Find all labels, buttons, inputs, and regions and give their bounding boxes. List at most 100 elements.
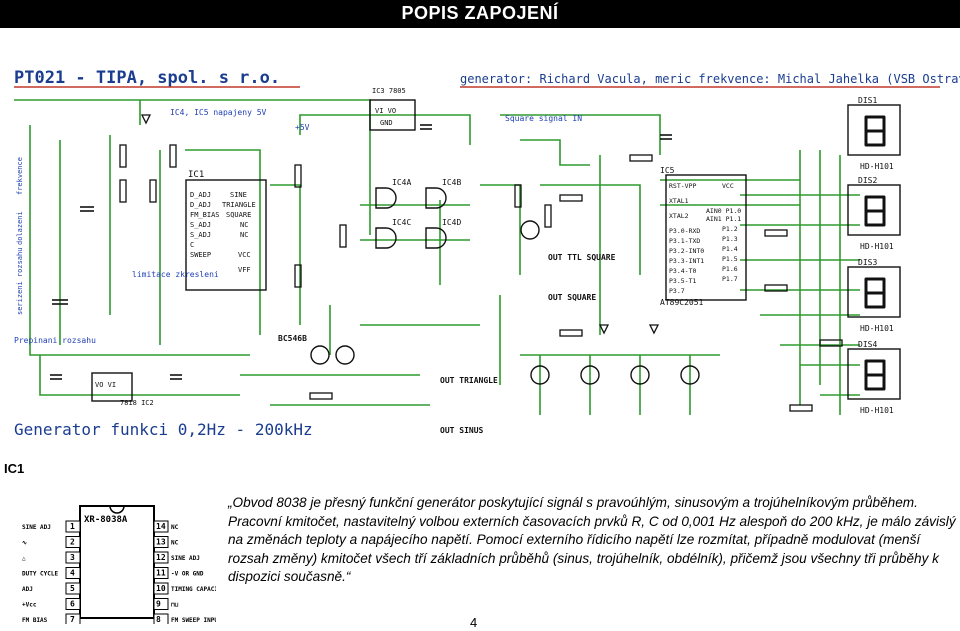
svg-text:VCC: VCC (722, 182, 734, 190)
display-1-ref: DIS1 (858, 96, 877, 105)
svg-text:S_ADJ: S_ADJ (190, 231, 211, 239)
svg-text:XTAL2: XTAL2 (669, 212, 689, 220)
pin-box-right (153, 582, 169, 595)
ic1-ref: IC1 (188, 170, 204, 180)
svg-text:P3.4-T0: P3.4-T0 (669, 267, 696, 275)
pin-number-left: 2 (70, 538, 75, 547)
svg-text:FM_BIAS: FM_BIAS (190, 211, 220, 219)
vlabel-serizeni: serizeni rozsahu (16, 248, 24, 315)
limit-note: limitace zkresleni (132, 270, 219, 279)
svg-text:D_ADJ: D_ADJ (190, 191, 211, 199)
square-in-label: Square signal IN (505, 114, 582, 123)
pin-label-left: △ (22, 555, 26, 562)
svg-text:P3.7: P3.7 (669, 287, 685, 295)
out-square-label: OUT SQUARE (548, 293, 596, 302)
pin-number-left: 5 (70, 584, 75, 593)
display-3-ref: DIS3 (858, 258, 877, 267)
regulator-ic3: IC3 7805 (372, 87, 406, 95)
pin-number-right: 8 (156, 615, 161, 624)
pin-number-left: 3 (70, 553, 75, 562)
svg-text:AIN0 P1.0: AIN0 P1.0 (706, 207, 741, 215)
svg-text:C: C (190, 241, 194, 249)
svg-text:VO VI: VO VI (95, 381, 116, 389)
description-paragraph: „Obvod 8038 je přesný funkční generátor … (228, 495, 956, 585)
range-switch-label: Prepinani rozsahu (14, 336, 96, 345)
pin-label-right: -V OR GND (171, 571, 204, 578)
circuit-schematic: PT021 - TIPA, spol. s r.o. generator: Ri… (0, 55, 960, 450)
svg-text:S_ADJ: S_ADJ (190, 221, 211, 229)
svg-text:P1.3: P1.3 (722, 235, 738, 243)
pin-label-right: SINE ADJ (171, 555, 200, 562)
transistor-bc-label: BC546B (278, 334, 307, 343)
svg-text:VFF: VFF (238, 266, 251, 274)
vlabel-frekvence: frekvence (16, 157, 24, 195)
svg-text:P1.4: P1.4 (722, 245, 738, 253)
svg-text:P3.3-INT1: P3.3-INT1 (669, 257, 704, 265)
svg-text:P3.5-T1: P3.5-T1 (669, 277, 696, 285)
gate-ic4d: IC4D (442, 218, 461, 227)
display-1-part: HD-H101 (860, 162, 894, 171)
pin-number-left: 6 (70, 600, 75, 609)
svg-text:SQUARE: SQUARE (226, 211, 251, 219)
supply-label: +5V (295, 123, 310, 132)
pin-number-right: 14 (156, 522, 166, 531)
pin-box-left (65, 520, 81, 533)
schematic-header-left: PT021 - TIPA, spol. s r.o. (14, 68, 280, 88)
pin-label-right: NC (171, 524, 179, 531)
pin-label-left: +Vcc (22, 602, 37, 609)
display-2-part: HD-H101 (860, 242, 894, 251)
pin-number-right: 11 (156, 569, 166, 578)
pin-box-right (153, 567, 169, 579)
pin-label-left: ADJ (22, 586, 33, 593)
section-label: IC1 (4, 461, 25, 476)
pin-number-left: 1 (70, 522, 75, 531)
svg-text:P1.5: P1.5 (722, 255, 738, 263)
regulator-ic2: 7818 IC2 (120, 399, 154, 407)
svg-text:P3.0-RXD: P3.0-RXD (669, 227, 700, 235)
schematic-footer-title: Generator funkci 0,2Hz - 200kHz (14, 420, 313, 439)
svg-text:XTAL1: XTAL1 (669, 197, 689, 205)
pin-label-right: TIMING CAPACITOR (171, 586, 216, 593)
svg-text:VI VO: VI VO (375, 107, 396, 115)
page-title: POPIS ZAPOJENÍ (401, 3, 559, 23)
display-4-part: HD-H101 (860, 406, 894, 415)
gate-ic4c: IC4C (392, 218, 411, 227)
pin-number-right: 10 (156, 584, 166, 593)
pin-number-left: 4 (70, 569, 75, 578)
pin-label-right: ⊓⊔ (171, 602, 179, 609)
pin-box-left (65, 536, 81, 548)
svg-text:SWEEP: SWEEP (190, 251, 211, 259)
out-ttl-label: OUT TTL SQUARE (548, 253, 616, 262)
schematic-header-right: generator: Richard Vacula, meric frekven… (460, 72, 960, 86)
svg-text:TRIANGLE: TRIANGLE (222, 201, 256, 209)
pin-number-right: 13 (156, 538, 166, 547)
pin-label-left: ∿ (22, 540, 27, 547)
svg-text:P3.1-TXD: P3.1-TXD (669, 237, 700, 245)
mcu-part: AT89C2051 (660, 298, 704, 307)
page-number: 4 (470, 615, 478, 630)
pin-box-right (153, 598, 169, 610)
pin-label-right: NC (171, 540, 179, 547)
mcu-ref: IC5 (660, 166, 675, 175)
pin-box-left (65, 551, 81, 564)
vlabel-dolazeni: dolazeni (16, 211, 24, 245)
gate-ic4b: IC4B (442, 178, 461, 187)
pin-number-left: 7 (70, 615, 75, 624)
power-note: IC4, IC5 napajeny 5V (170, 108, 267, 117)
svg-text:GND: GND (380, 119, 393, 127)
display-3-part: HD-H101 (860, 324, 894, 333)
pin-box-left (65, 598, 81, 610)
svg-text:NC: NC (240, 221, 248, 229)
svg-text:P3.2-INT0: P3.2-INT0 (669, 247, 704, 255)
gate-ic4a: IC4A (392, 178, 411, 187)
pin-box-right (153, 613, 169, 624)
pin-label-left: SINE ADJ (22, 524, 51, 531)
svg-text:D_ADJ: D_ADJ (190, 201, 211, 209)
svg-text:P1.2: P1.2 (722, 225, 738, 233)
pin-label-left: FM BIAS (22, 617, 48, 624)
svg-text:NC: NC (240, 231, 248, 239)
pin-box-left (65, 582, 81, 595)
svg-text:P1.7: P1.7 (722, 275, 738, 283)
pin-box-left (65, 567, 81, 579)
